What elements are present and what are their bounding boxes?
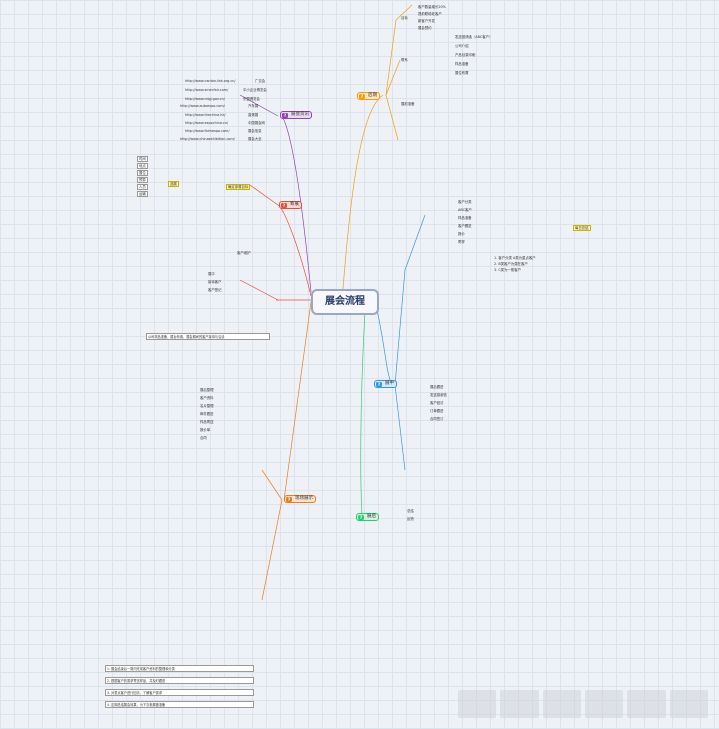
node[interactable]: 总结	[407, 509, 414, 513]
node[interactable]: ABC客户	[458, 208, 472, 212]
node[interactable]: 反馈	[407, 517, 414, 521]
node[interactable]: 合同签订	[430, 417, 444, 421]
branch-number-badge: ?	[358, 514, 364, 520]
node-goal[interactable]: 目标	[401, 16, 408, 20]
branch-number-badge: ?	[282, 112, 288, 118]
branch-label: 展中	[385, 381, 394, 386]
link-label: 展会信息	[248, 129, 262, 133]
node-sub[interactable]: 时间	[137, 156, 148, 162]
node[interactable]: 客户回访	[430, 401, 444, 405]
node-header[interactable]: 每日总结	[573, 225, 591, 231]
branch-zhanhui[interactable]: ? 展会资讯	[280, 111, 312, 119]
node[interactable]: 邮件跟进	[200, 412, 214, 416]
branch-number-badge: ?	[376, 381, 382, 387]
node[interactable]: 寄样	[458, 240, 465, 244]
node-sub[interactable]: 展位	[137, 170, 148, 176]
node[interactable]: 客户分类	[458, 200, 472, 204]
goal-item[interactable]: 提前联络老客户	[418, 12, 442, 16]
node-prep[interactable]: 展前准备	[401, 102, 415, 106]
link-label: 东盟博览会	[243, 97, 260, 101]
branch-number-badge: ?	[281, 202, 287, 208]
note-line: 3. 对重点客户进行回访，了解客户需求	[105, 689, 254, 696]
branch-chezhan[interactable]: ? 展后	[356, 513, 379, 521]
node[interactable]: 合同	[200, 436, 207, 440]
watermark-block	[500, 690, 539, 718]
link-url[interactable]: http://www.cdgj.gov.cn/	[185, 97, 225, 101]
watermark-block	[542, 690, 581, 718]
node-contact[interactable]: 联系	[401, 58, 408, 62]
watermark-block	[669, 690, 708, 718]
branch-label: 筹展	[290, 202, 299, 207]
link-url[interactable]: http://www.canton-fair.org.cn/	[185, 79, 236, 83]
node[interactable]: 报价单	[200, 428, 211, 432]
link-label: 广交会	[255, 79, 266, 83]
node[interactable]: 客户跟进	[458, 224, 472, 228]
node[interactable]: 接待客户	[208, 280, 222, 284]
branch-chouzhan[interactable]: ? 筹展	[279, 201, 302, 209]
note-box: 公司样品准备，展台布置，展会期间的客户接待与洽谈	[146, 333, 270, 340]
node[interactable]: 样品准备	[458, 216, 472, 220]
link-label: 展会大全	[248, 137, 262, 141]
note-line: 3. C类为一般客户	[494, 268, 522, 272]
branch-label: 后期	[368, 93, 377, 98]
link-url[interactable]: http://www.fairsexpo.com/	[185, 129, 230, 133]
central-topic[interactable]: 展会流程	[311, 289, 379, 315]
note-line: 2. 根据客户的需求寄送样品，并及时跟进	[105, 677, 254, 684]
node-sub[interactable]: 人员	[137, 184, 148, 190]
prep-item[interactable]: 样品准备	[455, 62, 469, 66]
prep-item[interactable]: 产品目录印刷	[455, 53, 476, 57]
node-sub[interactable]: 预算	[137, 177, 148, 183]
goal-item[interactable]: 新客户开发	[418, 19, 435, 23]
branch-label: 展后	[367, 514, 376, 519]
node[interactable]: 样品寄送	[200, 420, 214, 424]
node-sub[interactable]: 地点	[137, 163, 148, 169]
node[interactable]: 订单跟进	[430, 409, 444, 413]
branch-kaizhan[interactable]: ? 展中	[374, 380, 397, 388]
branch-houqi[interactable]: ? 后期	[357, 92, 380, 100]
node-sub[interactable]: 运输	[137, 191, 148, 197]
branch-label: 现场展示	[295, 496, 313, 501]
link-label: 中国展会网	[248, 121, 265, 125]
watermark-block	[627, 690, 666, 718]
node[interactable]: 名片整理	[200, 404, 214, 408]
branch-label: 展会资讯	[291, 112, 309, 117]
node[interactable]: 客户维护	[237, 251, 251, 255]
node[interactable]: 客户资料	[200, 396, 214, 400]
branch-number-badge: ?	[359, 93, 365, 99]
goal-item[interactable]: 展会预约	[418, 26, 432, 30]
branch-zhanchang[interactable]: ? 现场展示	[284, 495, 316, 503]
node[interactable]: 发送感谢信	[430, 393, 447, 397]
watermark-block	[458, 690, 497, 718]
link-url[interactable]: http://www.expochina.cn/	[185, 121, 229, 125]
note-line: 4. 定期总结展会效果，为下次参展做准备	[105, 701, 254, 708]
note-line: 1. 展会结束后一周内完成客户资料的整理和分类	[105, 665, 254, 672]
node[interactable]: 展中	[208, 272, 215, 276]
node[interactable]: 展后跟进	[430, 385, 444, 389]
link-url[interactable]: http://www.chinaexhibition.com/	[180, 137, 235, 141]
prep-item[interactable]: 公司介绍	[455, 44, 469, 48]
node-goal[interactable]: 确定参展目标	[226, 184, 251, 190]
node[interactable]: 展后整理	[200, 388, 214, 392]
prep-item[interactable]: 展位布置	[455, 71, 469, 75]
link-label: 汽车展	[248, 104, 259, 108]
watermark-logo	[458, 690, 708, 718]
watermark-block	[584, 690, 624, 718]
prep-item[interactable]: 发送邀请函（ABC客户）	[455, 35, 493, 39]
branch-number-badge: ?	[286, 496, 292, 502]
node-select[interactable]: 选展	[168, 181, 179, 187]
note-line: 1. 客户分类 A类为重点客户	[494, 256, 536, 260]
link-url[interactable]: http://www.autoexpo.com/	[180, 104, 225, 108]
link-url[interactable]: http://www.smecfair.com/	[185, 88, 229, 92]
node[interactable]: 客户登记	[208, 288, 222, 292]
link-url[interactable]: http://www.thechina.hk/	[185, 113, 226, 117]
node[interactable]: 报价	[458, 232, 465, 236]
goal-item[interactable]: 客户数量增长20%	[418, 5, 446, 9]
link-label: 香港展	[248, 113, 259, 117]
note-line: 2. B类客户为潜在客户	[494, 262, 528, 266]
link-label: 中小企业博览会	[243, 88, 267, 92]
